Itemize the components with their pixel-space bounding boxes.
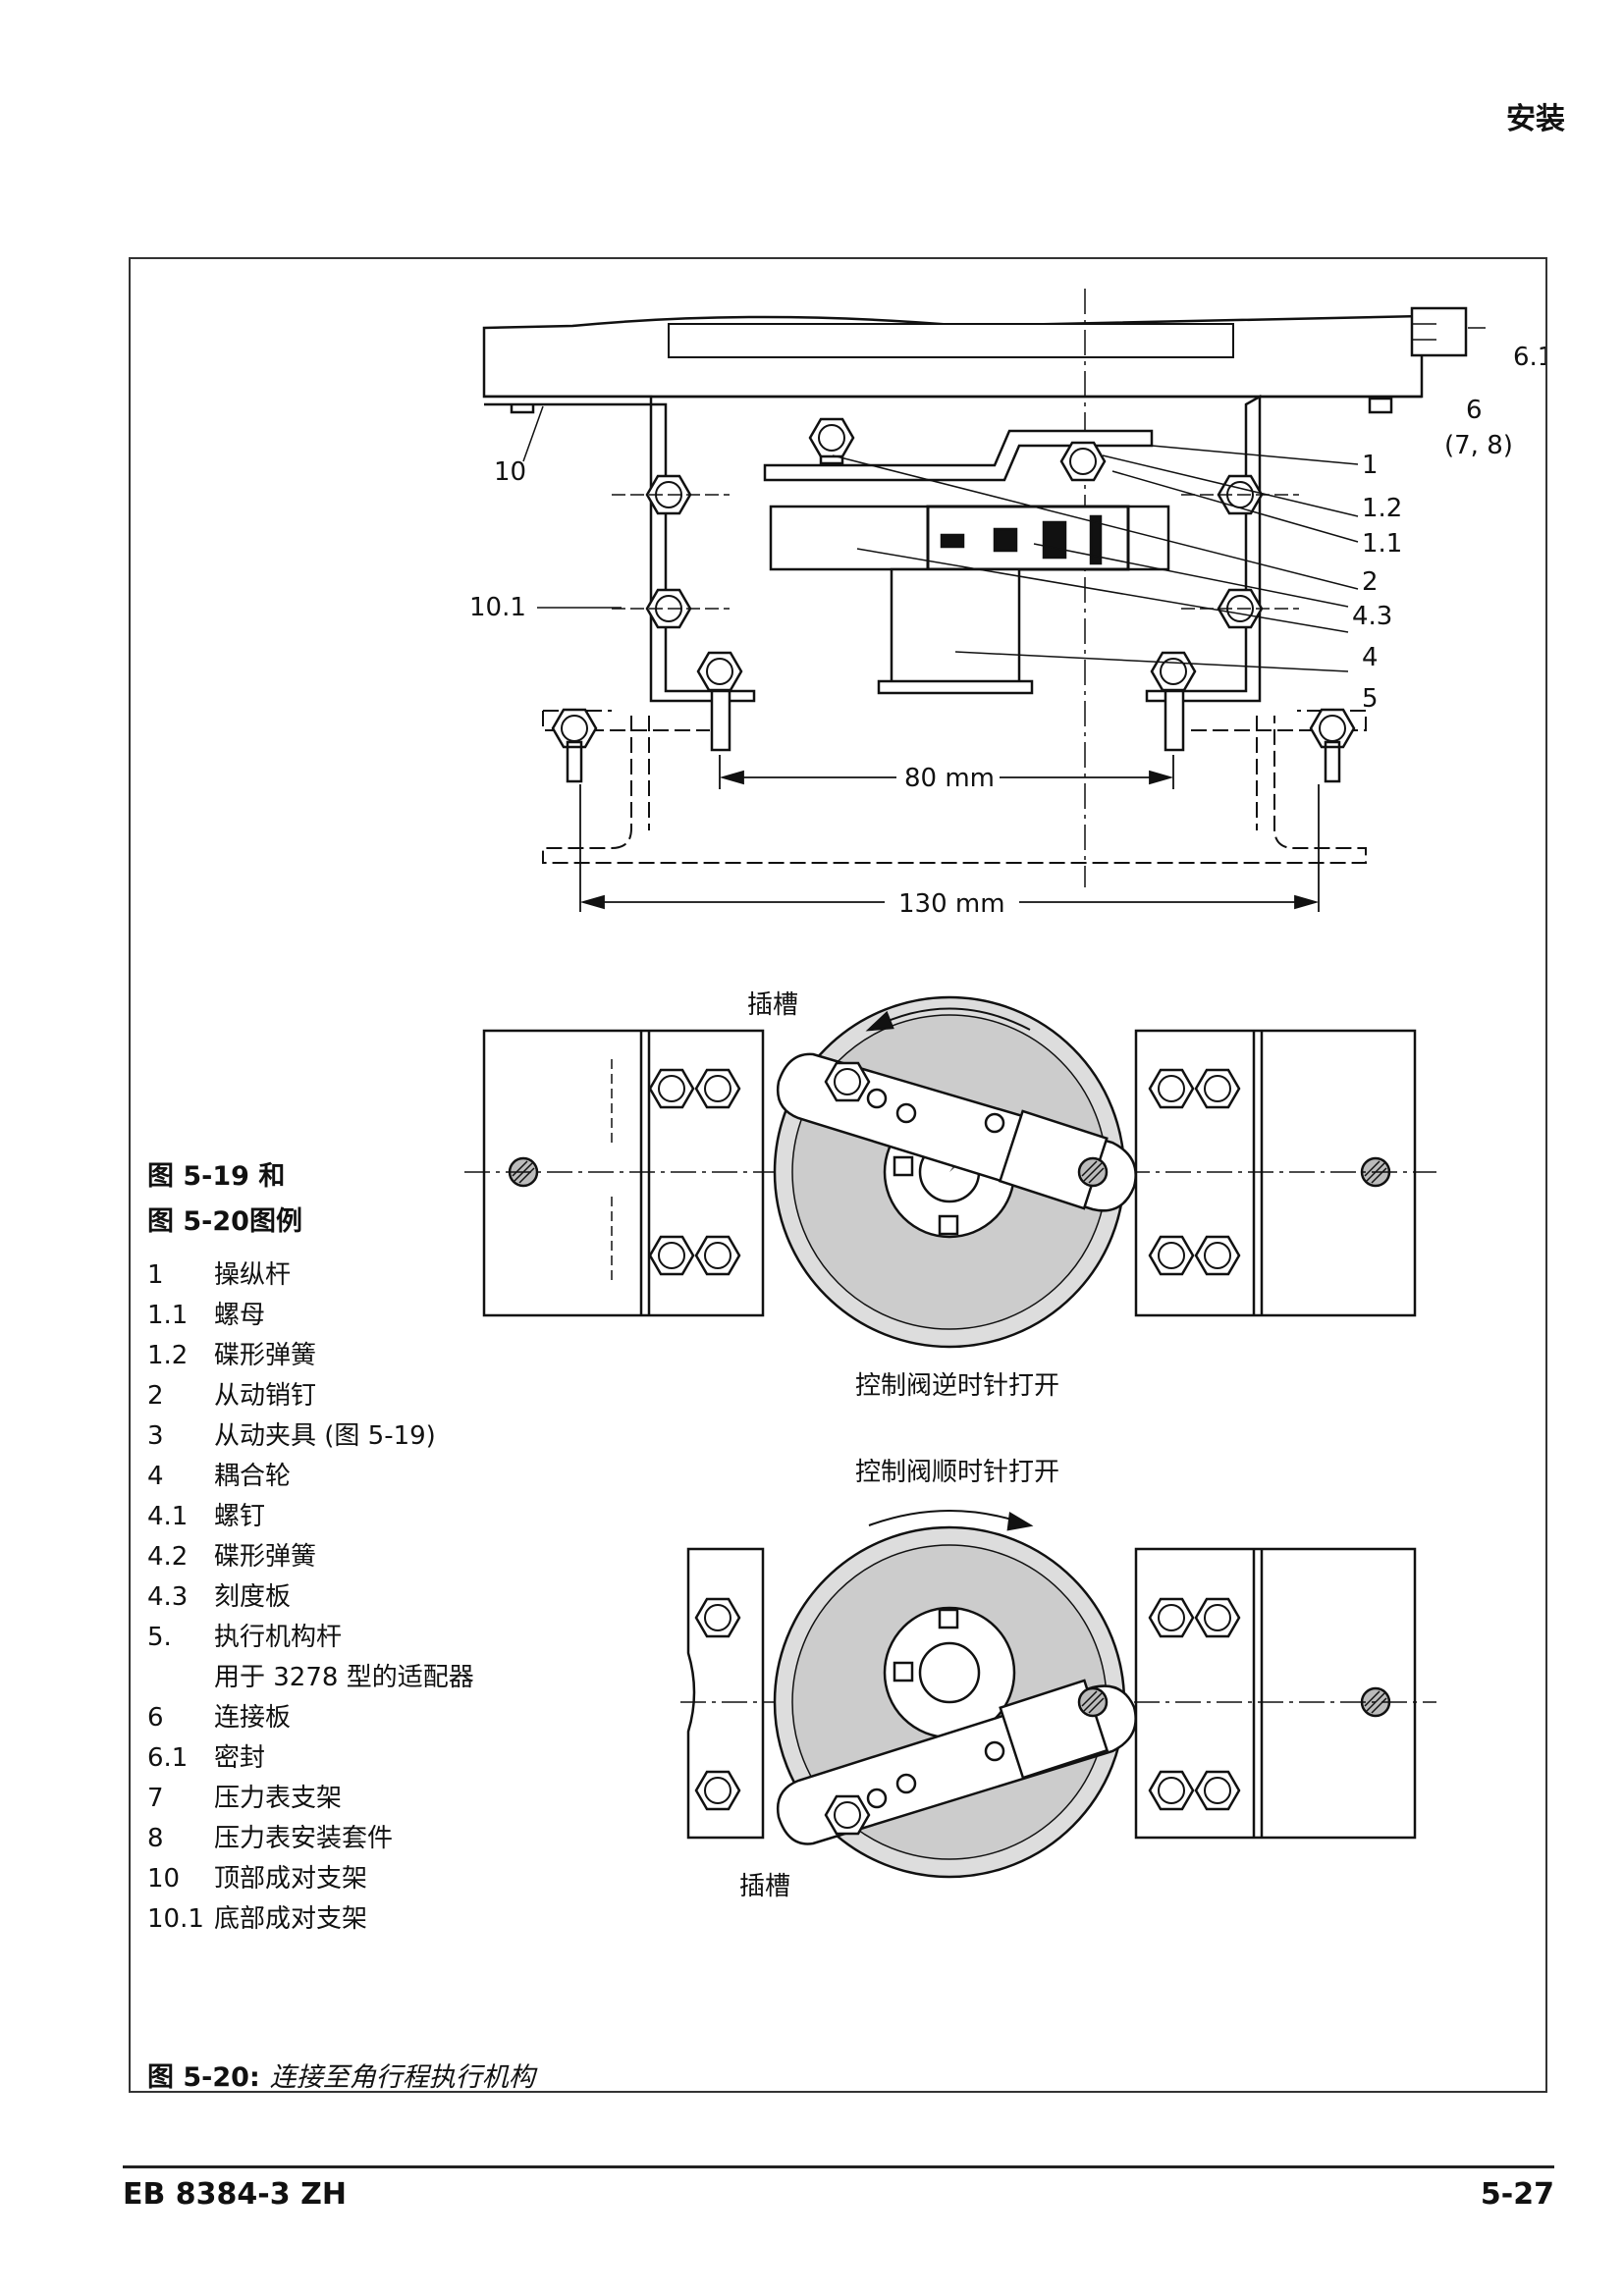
label-4-3: 4.3 bbox=[1352, 602, 1392, 631]
legend-num: 1.2 bbox=[147, 1341, 189, 1370]
legend-num: 8 bbox=[147, 1824, 164, 1853]
legend-text: 底部成对支架 bbox=[214, 1904, 368, 1934]
legend-num: 2 bbox=[147, 1381, 164, 1411]
legend-title-line1: 图 5-19 和 bbox=[147, 1161, 286, 1192]
legend-num: 6 bbox=[147, 1703, 164, 1733]
legend-num: 4.2 bbox=[147, 1542, 189, 1572]
legend-text: 压力表安装套件 bbox=[214, 1824, 394, 1853]
cw-view bbox=[680, 1510, 1436, 1879]
caption-label: 图 5-20: bbox=[147, 2062, 260, 2093]
legend-text: 刻度板 bbox=[214, 1582, 292, 1612]
legend-text: 密封 bbox=[214, 1743, 266, 1773]
legend-text: 螺母 bbox=[214, 1301, 266, 1330]
caption-text: 连接至角行程执行机构 bbox=[269, 2062, 535, 2093]
section-title: 安装 bbox=[1506, 102, 1565, 136]
legend-num: 10 bbox=[147, 1864, 181, 1894]
label-6-1: 6.1 bbox=[1513, 343, 1545, 372]
ccw-caption: 控制阀逆时针打开 bbox=[855, 1371, 1059, 1401]
footer-rule bbox=[123, 2165, 1554, 2168]
legend-item: 1.2 碟形弹簧 bbox=[147, 1336, 474, 1376]
figure-frame: 6.1 6 (7, 8) 1 1.2 1.1 2 4.3 4 5 10 10.1… bbox=[129, 257, 1547, 2093]
legend-text: 耦合轮 bbox=[214, 1462, 292, 1491]
legend-item: 5. 执行机构杆 bbox=[147, 1618, 474, 1658]
legend-item: 6.1 密封 bbox=[147, 1738, 474, 1779]
legend-item: 1.1 螺母 bbox=[147, 1296, 474, 1336]
label-5: 5 bbox=[1362, 684, 1379, 714]
legend-item: 2 从动销钉 bbox=[147, 1376, 474, 1416]
legend-text: 从动夹具 (图 5-19) bbox=[214, 1421, 436, 1451]
label-10: 10 bbox=[494, 457, 526, 487]
legend-num: 4.1 bbox=[147, 1502, 189, 1531]
bracket-right bbox=[1145, 394, 1262, 703]
footer-page-number: 5-27 bbox=[1480, 2177, 1554, 2212]
label-1-2: 1.2 bbox=[1362, 494, 1402, 523]
legend-item: 10 顶部成对支架 bbox=[147, 1859, 474, 1899]
legend-text: 操纵杆 bbox=[214, 1260, 292, 1290]
legend-item: 4.3 刻度板 bbox=[147, 1577, 474, 1618]
legend-text: 压力表支架 bbox=[214, 1784, 343, 1813]
legend-text: 螺钉 bbox=[214, 1502, 266, 1531]
legend-text: 从动销钉 bbox=[214, 1381, 317, 1411]
legend-num: 6.1 bbox=[147, 1743, 189, 1773]
label-1-1: 1.1 bbox=[1362, 529, 1402, 559]
legend-num: 1 bbox=[147, 1260, 164, 1290]
dim-80mm: 80 mm bbox=[904, 764, 995, 793]
cw-slot-label: 插槽 bbox=[739, 1872, 790, 1901]
ccw-slot-label: 插槽 bbox=[747, 990, 798, 1020]
label-6: 6 bbox=[1466, 396, 1483, 425]
legend-text: 用于 3278 型的适配器 bbox=[214, 1663, 474, 1692]
legend-item: 4.2 碟形弹簧 bbox=[147, 1537, 474, 1577]
legend-text: 执行机构杆 bbox=[214, 1623, 343, 1652]
legend-num: 3 bbox=[147, 1421, 164, 1451]
label-1: 1 bbox=[1362, 451, 1379, 480]
legend-num: 7 bbox=[147, 1784, 164, 1813]
legend-num: 5. bbox=[147, 1623, 172, 1652]
label-10-1: 10.1 bbox=[469, 593, 526, 622]
legend-item: 6 连接板 bbox=[147, 1698, 474, 1738]
legend-item: 用于 3278 型的适配器 bbox=[147, 1658, 474, 1698]
legend-item: 4.1 螺钉 bbox=[147, 1497, 474, 1537]
legend-num: 4.3 bbox=[147, 1582, 189, 1612]
legend-item: 7 压力表支架 bbox=[147, 1779, 474, 1819]
legend-text: 连接板 bbox=[214, 1703, 292, 1733]
legend-num: 10.1 bbox=[147, 1904, 204, 1934]
legend-title-line2: 图 5-20图例 bbox=[147, 1206, 302, 1237]
figure-caption: 图 5-20: 连接至角行程执行机构 bbox=[147, 2056, 535, 2094]
legend-num: 4 bbox=[147, 1462, 164, 1491]
legend-item: 10.1 底部成对支架 bbox=[147, 1899, 474, 1940]
footer-doc-id: EB 8384-3 ZH bbox=[123, 2177, 347, 2212]
top-assembly-view bbox=[482, 289, 1486, 912]
legend-item: 8 压力表安装套件 bbox=[147, 1819, 474, 1859]
legend-item: 4 耦合轮 bbox=[147, 1457, 474, 1497]
legend-text: 碟形弹簧 bbox=[214, 1542, 317, 1572]
legend-item: 3 从动夹具 (图 5-19) bbox=[147, 1416, 474, 1457]
legend-item: 1 操纵杆 bbox=[147, 1255, 474, 1296]
legend-text: 碟形弹簧 bbox=[214, 1341, 317, 1370]
label-2: 2 bbox=[1362, 567, 1379, 597]
label-4: 4 bbox=[1362, 643, 1379, 672]
cw-caption: 控制阀顺时针打开 bbox=[855, 1458, 1059, 1487]
dim-130mm: 130 mm bbox=[898, 889, 1005, 919]
ccw-view bbox=[464, 995, 1436, 1349]
technical-drawing: 6.1 6 (7, 8) 1 1.2 1.1 2 4.3 4 5 10 10.1… bbox=[464, 289, 1545, 1901]
label-7-8: (7, 8) bbox=[1444, 431, 1513, 460]
legend-text: 顶部成对支架 bbox=[214, 1864, 368, 1894]
legend-num: 1.1 bbox=[147, 1301, 189, 1330]
